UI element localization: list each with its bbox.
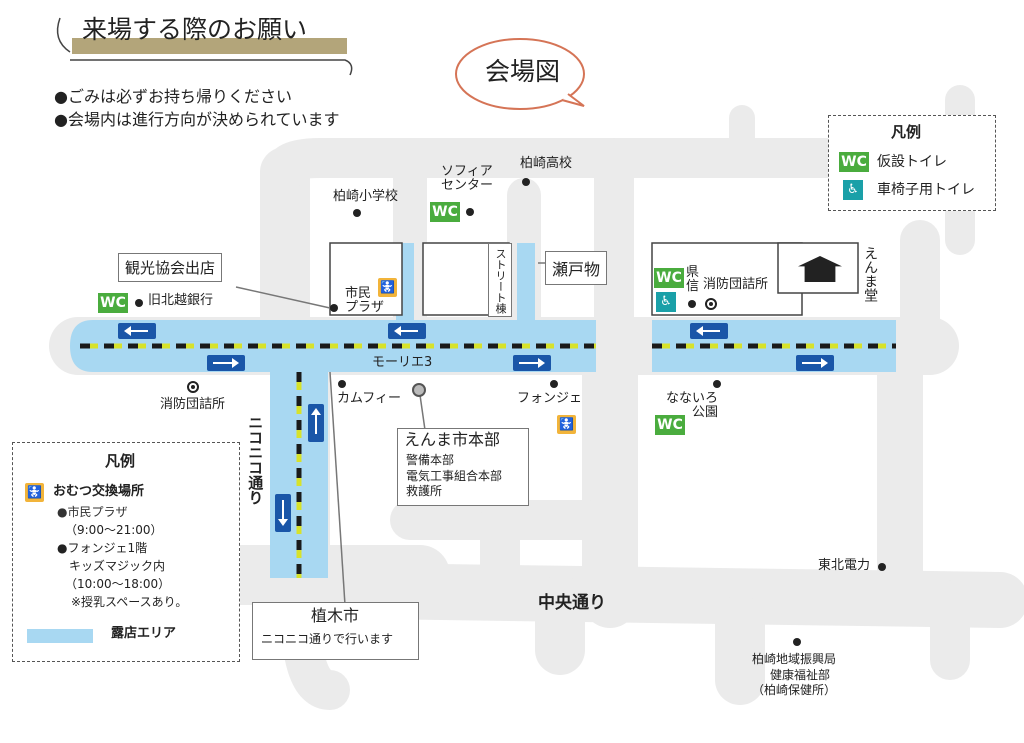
school-marker (353, 209, 361, 217)
callout-ueki: 植木市 ニコニコ通りで行います (252, 602, 419, 660)
diaper-icon-fonje: 🚼 (557, 415, 576, 434)
legend-top-title: 凡例 (891, 123, 922, 141)
callout-seto-label: 瀬戸物 (552, 260, 601, 279)
page-title: 来場する際のお願い (82, 15, 308, 44)
arrow-left-3 (690, 323, 728, 339)
legend-bottom-title: 凡例 (105, 452, 136, 470)
callout-tourism: 観光協会出店 (118, 253, 223, 282)
legend-item1: ●市民プラザ (57, 505, 128, 519)
place-sophia: ソフィア センター (441, 164, 494, 194)
legend-item1-time: （9:00～21:00） (65, 523, 163, 537)
callout-lines (235, 262, 548, 606)
place-enmado: えんま堂 (862, 246, 878, 302)
wc-icon-sophia: WC (430, 202, 460, 222)
arrow-right-2 (513, 355, 551, 371)
place-plaza: 市民 プラザ (345, 286, 385, 316)
street-chuo: 中央通り (538, 593, 606, 613)
request-2: ●会場内は進行方向が決められています (54, 110, 340, 129)
place-enmado-label: えんま堂 (862, 246, 879, 302)
fonje-marker (550, 380, 558, 388)
legend-item2-sub: キッズマジック内 (69, 559, 166, 573)
health-marker (793, 638, 801, 646)
callout-hq-lines: 警備本部 電気工事組合本部 救護所 (406, 453, 503, 499)
place-pref: 県 信 (686, 265, 700, 294)
stall-area-swatch (27, 629, 93, 643)
direction-arrows (118, 323, 834, 532)
place-health: 柏崎地域振興局 健康福祉部 （柏崎保健所） (752, 652, 837, 698)
fire2-marker (705, 298, 717, 310)
arrow-up (308, 404, 324, 442)
arrow-down (275, 494, 291, 532)
tohoku-marker (878, 563, 886, 571)
callout-street: ストリート棟 (488, 243, 512, 317)
pref-marker (688, 300, 696, 308)
legend-wheelchair-toilet: 車椅子用トイレ (877, 182, 975, 198)
place-old-bank: 旧北越銀行 (148, 293, 214, 308)
place-fire2: 消防団詰所 (703, 277, 769, 292)
callout-tourism-label: 観光協会出店 (125, 259, 216, 277)
legend-stall-area: 露店エリア (111, 626, 177, 641)
wheelchair-icon-pref: ♿ (656, 292, 676, 312)
title-underline (72, 38, 347, 54)
wc-icon-bank: WC (98, 293, 128, 313)
place-fire1: 消防団詰所 (160, 397, 226, 412)
old-bank-marker (135, 299, 143, 307)
nanairo-marker (713, 380, 721, 388)
callout-seto: 瀬戸物 (545, 251, 608, 285)
callout-hq: えんま市本部 警備本部 電気工事組合本部 救護所 (397, 428, 529, 506)
camphy-marker (338, 380, 346, 388)
title-swoosh (56, 17, 71, 53)
callout-ueki-note: ニコニコ通りで行います (261, 632, 394, 646)
title-tail (70, 59, 353, 76)
callout-street-label: ストリート棟 (494, 248, 507, 314)
legend-note: ※授乳スペースあり。 (71, 595, 188, 609)
place-high-school: 柏崎高校 (520, 156, 573, 171)
fire1-marker (187, 381, 199, 393)
hq-marker (412, 383, 426, 397)
place-tohoku: 東北電力 (818, 558, 871, 573)
place-fonje: フォンジェ (517, 391, 583, 406)
place-camphy: カムフィー (337, 391, 401, 406)
legend-item2: ●フォンジェ1階 (57, 541, 148, 555)
wc-icon-nanairo: WC (655, 415, 685, 435)
arrow-left-1 (118, 323, 156, 339)
callout-ueki-title: 植木市 (311, 606, 360, 625)
legend-temp-toilet: 仮設トイレ (877, 154, 947, 170)
arrow-right-1 (207, 355, 245, 371)
request-1: ●ごみは必ずお持ち帰りください (54, 87, 292, 106)
legend-top: 凡例 WC 仮設トイレ ♿ 車椅子用トイレ (828, 115, 996, 211)
legend-diaper-title: おむつ交換場所 (53, 484, 145, 499)
plaza-marker (330, 304, 338, 312)
map-title-bubble (455, 38, 585, 110)
place-nanairo: なないろ 公園 (666, 391, 719, 421)
place-school: 柏崎小学校 (333, 189, 399, 204)
diaper-icon-plaza: 🚼 (378, 278, 397, 297)
diaper-icon-legend: 🚼 (25, 483, 44, 502)
sophia-marker (466, 208, 474, 216)
center-lines (80, 343, 896, 578)
wc-icon-pref: WC (654, 268, 684, 288)
legend-item2-time: （10:00～18:00） (65, 577, 171, 591)
legend-bottom: 凡例 🚼 おむつ交換場所 ●市民プラザ （9:00～21:00） ●フォンジェ1… (12, 442, 240, 662)
arrow-left-2 (388, 323, 426, 339)
street-niko: ニコニコ通り (246, 415, 265, 505)
wc-icon: WC (839, 152, 869, 172)
street-moriet: モーリエ3 (372, 355, 433, 370)
callout-hq-title: えんま市本部 (404, 430, 501, 449)
wheelchair-icon: ♿ (843, 180, 863, 200)
high-school-marker (522, 178, 530, 186)
map-title: 会場図 (485, 57, 561, 86)
arrow-right-3 (796, 355, 834, 371)
street-niko-label: ニコニコ通り (246, 415, 265, 505)
